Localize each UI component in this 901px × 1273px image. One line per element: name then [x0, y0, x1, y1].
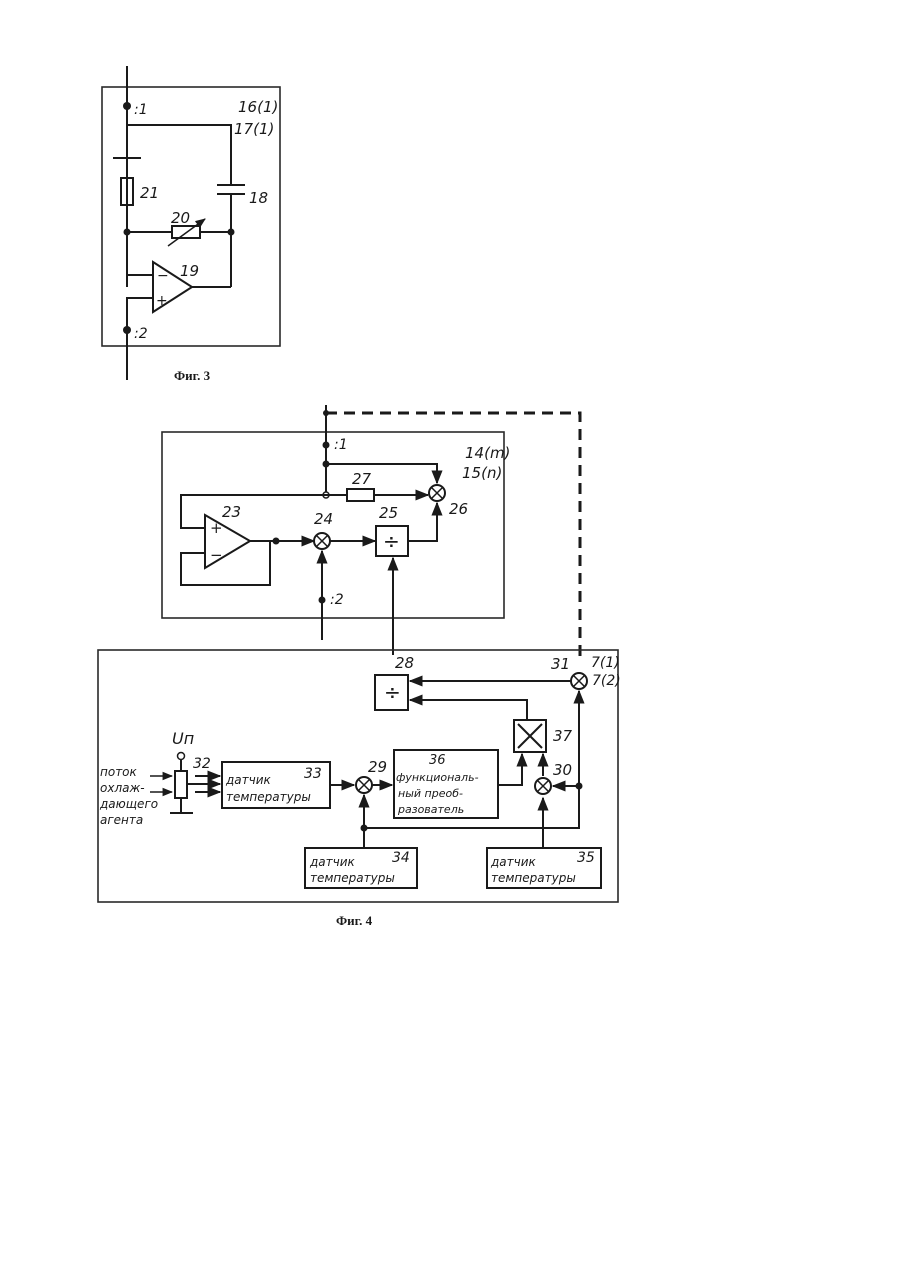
- sensor35-line1: датчик: [490, 855, 537, 869]
- sensor34-line1: датчик: [309, 855, 356, 869]
- fig4-bottom-block: ÷: [98, 650, 621, 928]
- svg-text:÷: ÷: [384, 680, 401, 704]
- svg-text:+: +: [156, 293, 168, 309]
- svg-text:+: +: [210, 519, 223, 537]
- fig3-diagram: − + :1 16(1) 17(1) 18 21 20 19 :2 Фиг. 3: [102, 66, 280, 383]
- label-16: 16(1): [238, 98, 278, 116]
- svg-text:−: −: [210, 546, 223, 564]
- svg-text:−: −: [157, 268, 169, 284]
- fig4-top-block: + − ÷ :1 14(m) 15(n) 27 26 23 24 25 :2: [162, 405, 580, 662]
- fig4-caption: Фиг. 4: [336, 913, 373, 928]
- potentiometer-32: [175, 771, 187, 798]
- label-30: 30: [553, 761, 572, 779]
- terminal-2-node: [123, 326, 131, 334]
- label-15: 15(n): [462, 464, 502, 482]
- label-t2-fig4: :2: [330, 592, 344, 608]
- sensor35-number: 35: [577, 850, 595, 866]
- terminal-1-node: [123, 102, 131, 110]
- label-19: 19: [180, 262, 199, 280]
- label-26: 26: [449, 500, 468, 518]
- sensor35-line2: температуры: [491, 871, 576, 885]
- converter36-line3: разователь: [397, 803, 464, 816]
- label-29: 29: [368, 758, 387, 776]
- converter36-line2: ный преоб-: [398, 787, 463, 800]
- label-25: 25: [379, 504, 398, 522]
- label-23: 23: [222, 503, 241, 521]
- label-14: 14(m): [465, 444, 510, 462]
- label-terminal-2: :2: [134, 326, 148, 342]
- input-text-line-2: охлаж-: [100, 781, 145, 795]
- label-7-2: 7(2): [592, 673, 621, 689]
- label-20: 20: [171, 209, 190, 227]
- converter36-number: 36: [429, 753, 446, 768]
- label-37: 37: [553, 727, 573, 745]
- label-t1-fig4: :1: [334, 437, 348, 453]
- svg-text:÷: ÷: [383, 529, 400, 553]
- label-terminal-1: :1: [134, 102, 148, 118]
- dashed-link: [326, 413, 580, 662]
- label-32: 32: [193, 756, 211, 772]
- input-text-line-3: дающего: [99, 797, 158, 811]
- label-28: 28: [395, 654, 414, 672]
- label-24: 24: [314, 510, 333, 528]
- capacitor-18: [217, 185, 245, 194]
- input-text-line-4: агента: [100, 813, 143, 827]
- sensor34-line2: температуры: [310, 871, 395, 885]
- label-17: 17(1): [234, 120, 274, 138]
- input-text-line-1: поток: [100, 765, 138, 779]
- converter36-line1: функциональ-: [396, 771, 479, 784]
- label-21: 21: [140, 184, 159, 202]
- sensor33-number: 33: [304, 766, 322, 782]
- label-27: 27: [352, 470, 372, 488]
- label-7-1: 7(1): [591, 655, 620, 671]
- sensor33-line1: датчик: [225, 773, 272, 787]
- sensor34-number: 34: [392, 850, 410, 866]
- label-31: 31: [551, 655, 570, 673]
- label-un: Uп: [172, 729, 194, 748]
- resistor-27: [347, 489, 374, 501]
- label-18: 18: [249, 189, 268, 207]
- sensor33-line2: температуры: [226, 790, 311, 804]
- fig3-caption: Фиг. 3: [174, 368, 211, 383]
